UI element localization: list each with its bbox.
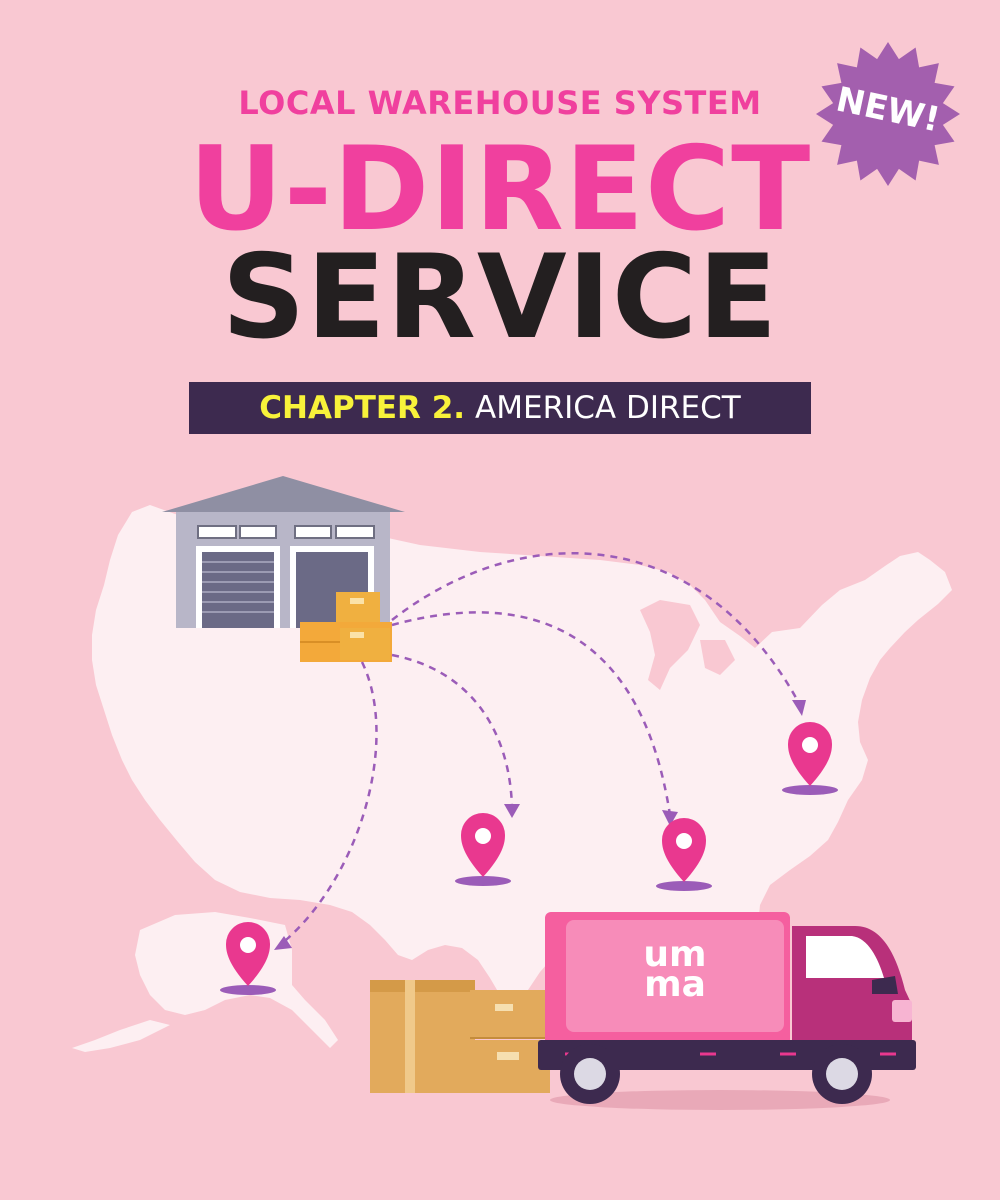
truck-logo-line-1: um [643,934,707,975]
title-line-1: U-DIRECT [188,122,812,257]
delivery-truck-icon [538,912,916,1110]
chapter-number: CHAPTER 2. [259,390,466,426]
box-icon [300,592,392,662]
map-pin-icon [220,922,276,995]
chapter-name: AMERICA DIRECT [475,390,741,426]
cargo-boxes-icon [370,980,550,1093]
truck-logo: um ma [620,934,730,1005]
delivery-routes [279,551,802,946]
map-pin-icon [782,722,838,795]
truck-logo-line-2: ma [644,964,706,1005]
warehouse-icon [162,476,405,628]
map-pin-icon [656,818,712,891]
map-pin-icon [455,813,511,886]
starburst-badge-icon [816,42,960,186]
kicker-text: LOCAL WAREHOUSE SYSTEM [238,84,762,122]
title-line-2: SERVICE [221,230,779,365]
route-arrowheads [274,700,806,950]
chapter-banner: CHAPTER 2. AMERICA DIRECT [189,382,811,434]
